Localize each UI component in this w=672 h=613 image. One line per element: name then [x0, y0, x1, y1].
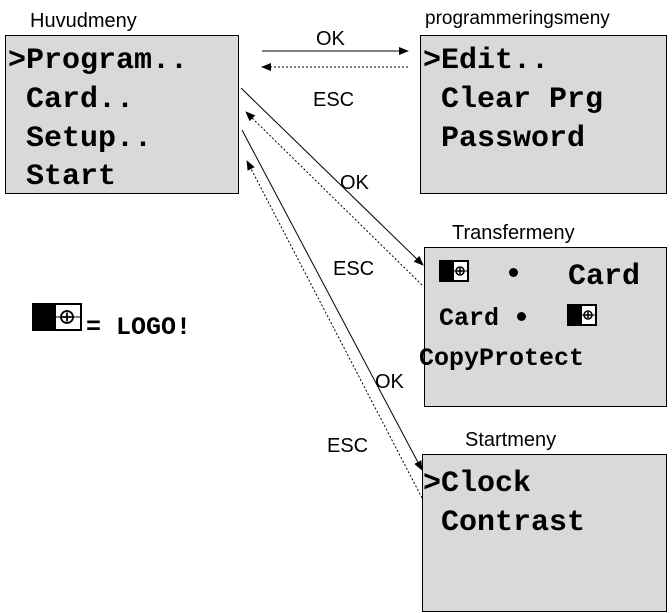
transfer-row2-card: Card: [439, 304, 500, 333]
transfer-esc-label: ESC: [333, 258, 375, 280]
logo-module-icon: [567, 304, 597, 326]
bullet-dot-icon: [517, 312, 526, 321]
program-esc-label: ESC: [313, 89, 355, 111]
transfer-row3-copyprotect: CopyProtect: [419, 344, 585, 373]
start-menu-line-1: >Clock: [423, 467, 532, 501]
main-menu-screen: >Program.. Card.. Setup.. Start: [5, 35, 239, 194]
program-menu-line-2: Clear Prg: [423, 83, 604, 117]
logo-module-icon: [439, 260, 469, 282]
legend-text: = LOGO!: [86, 313, 192, 342]
main-menu-line-3: Setup..: [8, 122, 153, 156]
logo-module-icon: [32, 303, 82, 331]
start-ok-arrow: [241, 129, 423, 471]
start-menu-title: Startmeny: [465, 429, 557, 451]
transfer-esc-arrow: [245, 111, 423, 286]
start-menu-screen: >Clock Contrast: [422, 454, 667, 612]
start-ok-label: OK: [375, 371, 404, 393]
main-menu-line-2: Card..: [8, 83, 135, 117]
program-menu-title: programmeringsmeny: [425, 8, 610, 29]
main-menu-title: Huvudmeny: [30, 10, 137, 32]
transfer-row1-card: Card: [568, 260, 641, 294]
main-menu-line-4: Start: [8, 160, 117, 194]
bullet-dot-icon: [509, 268, 518, 277]
program-menu-line-1: >Edit..: [423, 44, 550, 78]
program-menu-screen: >Edit.. Clear Prg Password: [420, 35, 667, 194]
start-esc-label: ESC: [327, 435, 369, 457]
program-ok-label: OK: [316, 28, 345, 50]
transfer-ok-label: OK: [340, 172, 369, 194]
program-menu-line-3: Password: [423, 122, 586, 156]
transfer-menu-screen: Card Card CopyProtect: [419, 247, 667, 407]
transfer-ok-arrow: [240, 87, 424, 266]
start-esc-arrow: [246, 160, 423, 499]
main-menu-line-1: >Program..: [8, 44, 189, 78]
transfer-menu-title: Transfermeny: [452, 222, 575, 244]
start-menu-line-2: Contrast: [423, 506, 586, 540]
